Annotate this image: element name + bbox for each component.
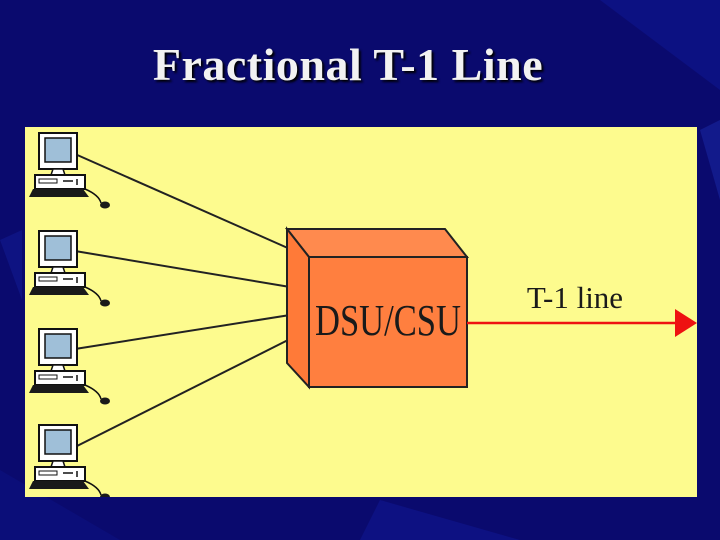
t1-line-label: T-1 line (527, 280, 623, 315)
diagram-panel: DSU/CSU T-1 line (25, 127, 697, 497)
desktop-computer-icon (29, 231, 110, 307)
connection-line (75, 251, 290, 287)
network-diagram: DSU/CSU T-1 line (25, 127, 697, 497)
connection-line (75, 154, 290, 249)
desktop-computer-icon (29, 329, 110, 405)
slide-title: Fractional T-1 Line (0, 38, 696, 91)
dsu-csu-device: DSU/CSU (287, 229, 467, 387)
connection-line (75, 315, 290, 349)
device-label: DSU/CSU (315, 296, 461, 345)
connection-line (75, 339, 290, 447)
desktop-computer-icon (29, 133, 110, 209)
